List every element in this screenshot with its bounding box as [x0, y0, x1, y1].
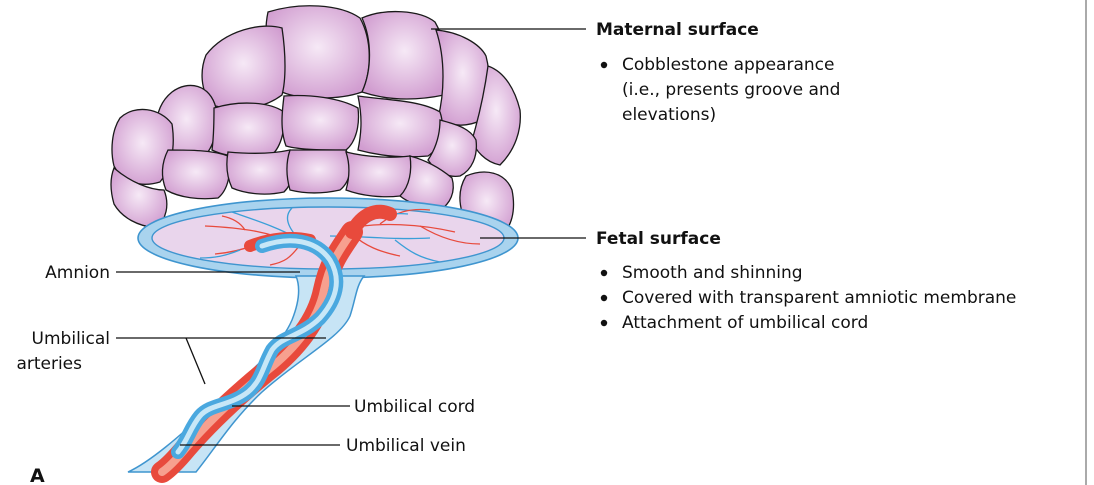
umbilical-arteries-label-line1: Umbilical	[32, 329, 110, 349]
maternal-bullet-text: Cobblestone appearance	[622, 55, 834, 75]
lobe	[212, 103, 284, 157]
panel-label: A	[30, 465, 45, 485]
umbilical-vein-label: Umbilical vein	[346, 436, 466, 456]
amnion-label: Amnion	[45, 263, 110, 283]
umbilical-cord-label: Umbilical cord	[354, 397, 475, 417]
lobe	[227, 150, 294, 194]
lobe	[346, 152, 413, 197]
maternal-bullets: Cobblestone appearance (i.e., presents gr…	[601, 55, 841, 125]
fetal-bullet-text: Attachment of umbilical cord	[622, 313, 868, 333]
umbilical-arteries-label-line2: arteries	[16, 354, 82, 374]
bullet-dot	[601, 320, 607, 326]
lobe	[287, 150, 350, 193]
lobe	[362, 12, 447, 100]
maternal-bullet-text: (i.e., presents groove and	[622, 80, 840, 100]
lobe	[162, 150, 229, 199]
bullet-dot	[601, 62, 607, 68]
leader-arteries-b	[186, 338, 205, 384]
bullet-dot	[601, 295, 607, 301]
lobe	[358, 96, 442, 157]
maternal-bullet-text: elevations)	[622, 105, 716, 125]
lobe	[202, 26, 285, 109]
fetal-bullet-text: Covered with transparent amniotic membra…	[622, 288, 1016, 308]
fetal-bullet-text: Smooth and shinning	[622, 263, 803, 283]
lobe	[282, 96, 359, 151]
maternal-surface-title: Maternal surface	[596, 20, 759, 40]
bullet-dot	[601, 270, 607, 276]
fetal-surface-title: Fetal surface	[596, 229, 721, 249]
